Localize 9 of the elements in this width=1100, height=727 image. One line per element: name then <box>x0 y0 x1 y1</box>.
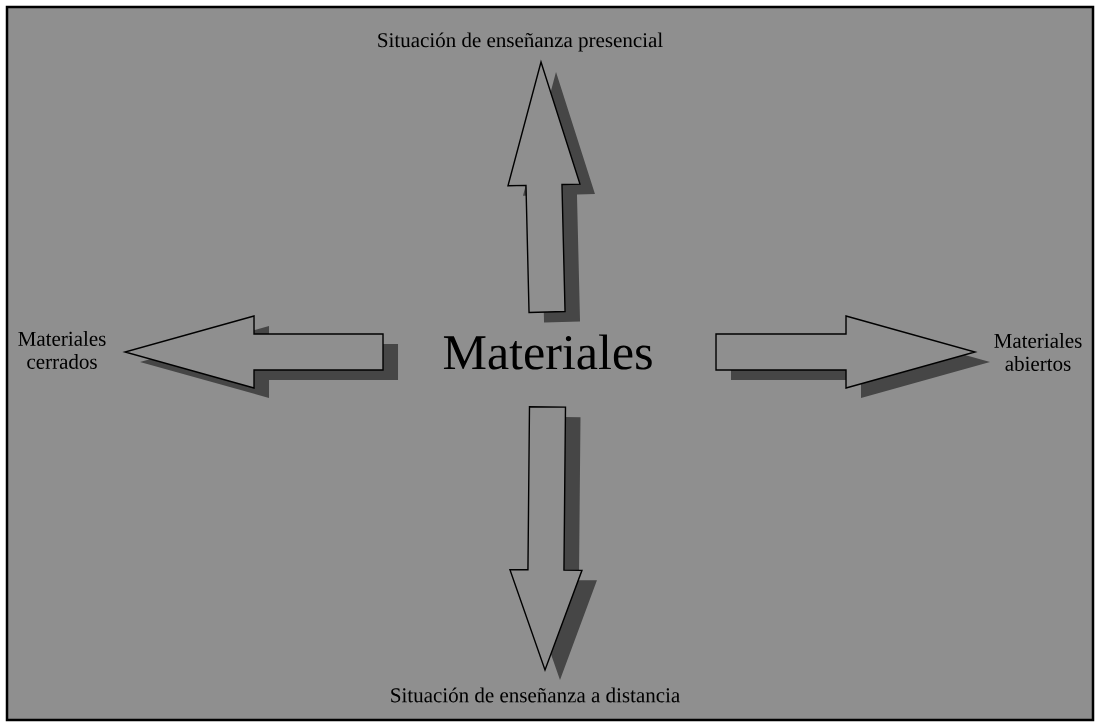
text-label: Situación de enseñanza presencial <box>378 32 663 52</box>
block-arrow <box>715 315 990 398</box>
block-arrow <box>507 59 595 323</box>
text-label: Materiales cerrados <box>18 331 106 369</box>
center-label: Materiales <box>443 334 652 370</box>
text-label: Materiales abiertos <box>994 333 1082 371</box>
text-label: Situación de enseñanza a distancia <box>391 687 680 703</box>
block-arrow <box>122 315 398 398</box>
block-arrow <box>508 406 597 680</box>
